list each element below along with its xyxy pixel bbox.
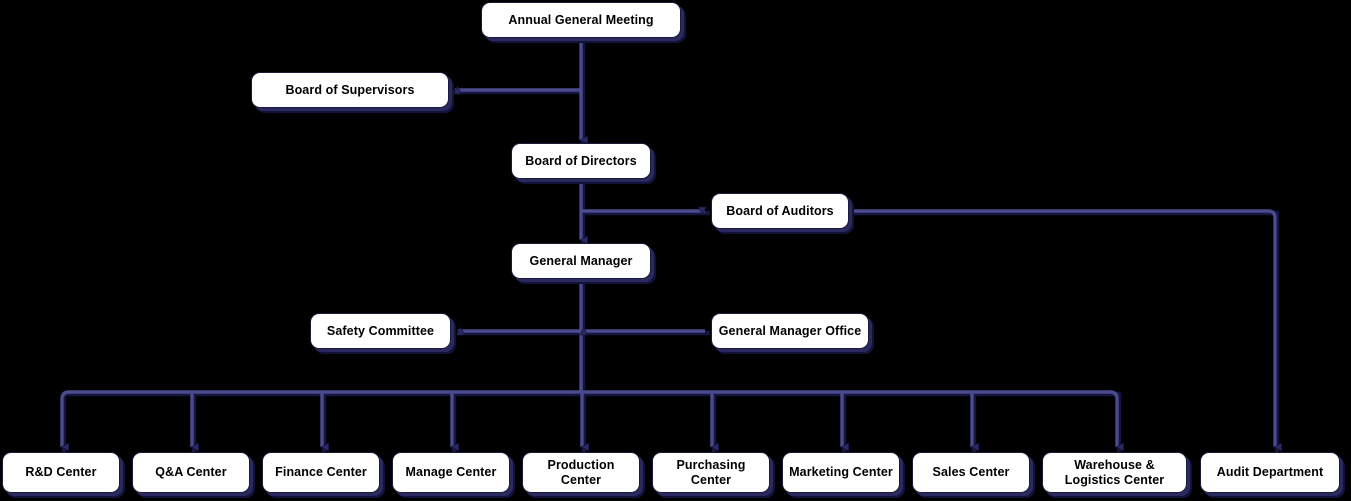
- node-label-audit-department: Audit Department: [1216, 465, 1324, 480]
- node-sales-center[interactable]: Sales Center: [912, 452, 1030, 493]
- node-board-of-directors[interactable]: Board of Directors: [511, 143, 651, 179]
- node-board-of-auditors[interactable]: Board of Auditors: [711, 193, 849, 229]
- node-rd-center[interactable]: R&D Center: [2, 452, 120, 493]
- node-label-warehouse-logistics-center: Warehouse & Logistics Center: [1064, 458, 1165, 487]
- edge-bus-to-rd-center: [60, 390, 70, 400]
- node-label-manage-center: Manage Center: [405, 465, 497, 480]
- node-label-marketing-center: Marketing Center: [789, 465, 893, 480]
- node-general-manager-office[interactable]: General Manager Office: [711, 313, 869, 349]
- node-production-center[interactable]: Production Center: [522, 452, 640, 493]
- node-label-sales-center: Sales Center: [932, 465, 1010, 480]
- node-label-safety-committee: Safety Committee: [326, 323, 435, 338]
- node-audit-department[interactable]: Audit Department: [1200, 452, 1340, 493]
- node-label-board-of-directors: Board of Directors: [525, 153, 637, 168]
- node-label-general-manager-office: General Manager Office: [718, 323, 862, 338]
- node-label-qa-center: Q&A Center: [155, 465, 227, 480]
- node-finance-center[interactable]: Finance Center: [262, 452, 380, 493]
- node-safety-committee[interactable]: Safety Committee: [310, 313, 451, 349]
- node-label-rd-center: R&D Center: [25, 465, 97, 480]
- connectors: [60, 40, 1275, 447]
- node-qa-center[interactable]: Q&A Center: [132, 452, 250, 493]
- node-label-general-manager: General Manager: [529, 253, 633, 268]
- node-label-production-center: Production Center: [547, 458, 615, 487]
- node-label-annual-general-meeting: Annual General Meeting: [508, 12, 654, 27]
- node-label-board-of-auditors: Board of Auditors: [726, 203, 834, 218]
- edge-board-of-auditors-to-audit-department: [851, 209, 1275, 447]
- node-label-finance-center: Finance Center: [275, 465, 367, 480]
- node-warehouse-logistics-center[interactable]: Warehouse & Logistics Center: [1042, 452, 1187, 493]
- node-marketing-center[interactable]: Marketing Center: [782, 452, 900, 493]
- node-label-purchasing-center: Purchasing Center: [676, 458, 746, 487]
- connector-shadows: [61, 42, 1280, 452]
- node-purchasing-center[interactable]: Purchasing Center: [652, 452, 770, 493]
- edge-bus-to-warehouse-logistics-center: [1109, 390, 1117, 447]
- node-general-manager[interactable]: General Manager: [511, 243, 651, 279]
- node-manage-center[interactable]: Manage Center: [392, 452, 510, 493]
- node-board-of-supervisors[interactable]: Board of Supervisors: [251, 72, 449, 108]
- node-annual-general-meeting[interactable]: Annual General Meeting: [481, 2, 681, 38]
- node-label-board-of-supervisors: Board of Supervisors: [285, 82, 415, 97]
